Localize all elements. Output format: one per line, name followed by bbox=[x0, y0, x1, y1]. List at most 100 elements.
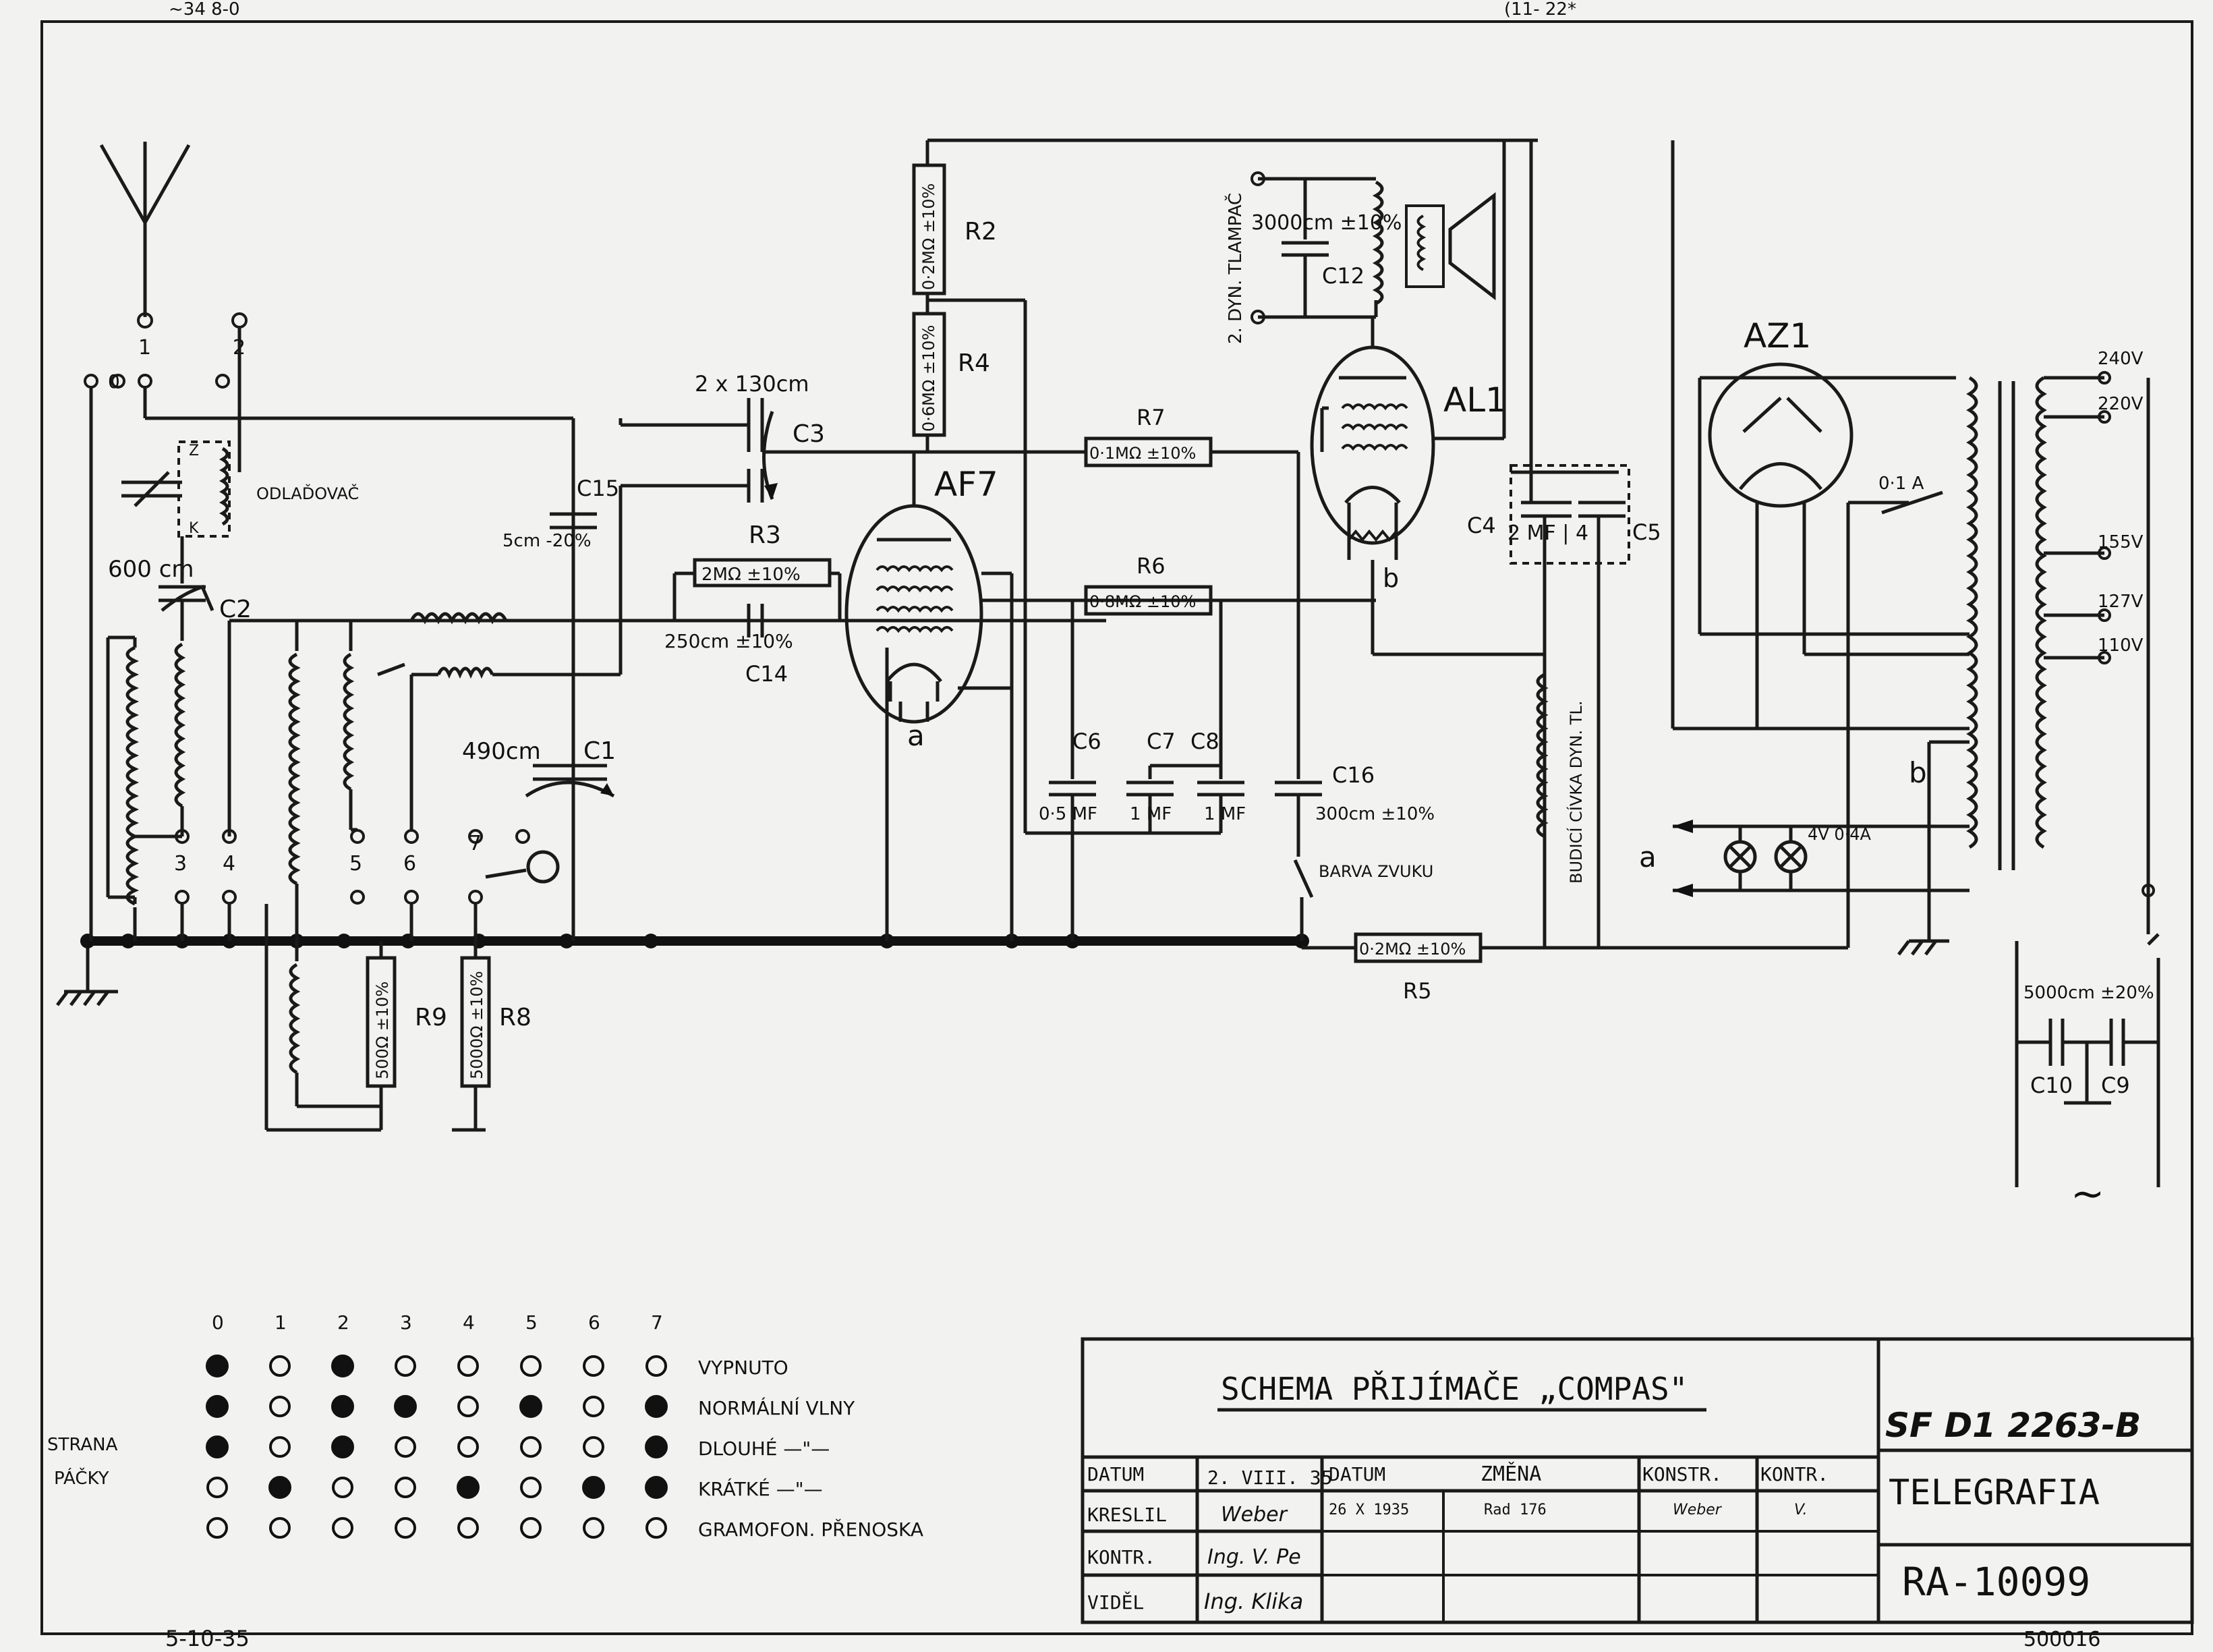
label-r7: R7 bbox=[1137, 405, 1166, 430]
label-c4: C4 bbox=[1467, 513, 1496, 538]
change-header-datum: DATUM bbox=[1329, 1463, 1385, 1485]
label-c16: C16 bbox=[1332, 762, 1375, 788]
label-budici: BUDICÍ CÍVKA DYN. TL. bbox=[1566, 701, 1586, 884]
change-row-zmena: Rad 176 bbox=[1484, 1502, 1547, 1518]
switch-state-dot bbox=[269, 1396, 291, 1417]
plate-resistors: 0·2MΩ ±10% R2 0·6MΩ ±10% R4 bbox=[911, 138, 1538, 688]
label-c10c9-value: 5000cm ±20% bbox=[2023, 983, 2154, 1003]
label-r9-value: 500Ω ±10% bbox=[373, 981, 392, 1079]
label-127v: 127V bbox=[2098, 592, 2144, 612]
label-c16-value: 300cm ±10% bbox=[1315, 804, 1435, 824]
switch-state-dot bbox=[457, 1476, 480, 1499]
label-155v: 155V bbox=[2098, 532, 2144, 552]
tube-af7: AF7 a bbox=[844, 452, 1221, 941]
switch-state-dot bbox=[395, 1477, 416, 1498]
label-c2-value: 600 cm bbox=[108, 556, 194, 583]
kreslil-signature: Weber bbox=[1221, 1503, 1288, 1527]
label-c1-value: 490cm bbox=[462, 738, 541, 765]
datum-value: 2. VIII. 35 bbox=[1207, 1466, 1332, 1489]
switch-state-dot bbox=[206, 1435, 229, 1458]
switch-state-dot bbox=[645, 1517, 667, 1539]
switch-state-dot bbox=[331, 1355, 354, 1377]
switch-state-dot bbox=[520, 1477, 542, 1498]
switch-column-6: 6 bbox=[588, 1311, 600, 1334]
switch-row-label: KRÁTKÉ —"— bbox=[698, 1477, 823, 1500]
videl-signature: Ing. Klika bbox=[1204, 1589, 1303, 1614]
datum-label: DATUM bbox=[1087, 1463, 1144, 1485]
switch-column-2: 2 bbox=[337, 1311, 349, 1334]
label-b-al1: b bbox=[1383, 563, 1399, 593]
label-r8: R8 bbox=[499, 1004, 531, 1031]
antenna-terminal-2 bbox=[231, 312, 248, 329]
label-c14: C14 bbox=[745, 661, 788, 687]
footer-code: 500016 bbox=[2023, 1628, 2101, 1651]
label-r6: R6 bbox=[1137, 553, 1166, 579]
label-r8-value: 5000Ω ±10% bbox=[467, 971, 486, 1080]
switch-state-dot bbox=[394, 1395, 417, 1418]
company-name: TELEGRAFIA bbox=[1889, 1473, 2100, 1513]
switch-row-label: DLOUHÉ —"— bbox=[698, 1437, 830, 1460]
label-b-transformer: b bbox=[1909, 756, 1927, 789]
switch-state-dot bbox=[583, 1517, 604, 1539]
change-header-konstr: KONSTR. bbox=[1642, 1463, 1722, 1485]
switch-state-dot bbox=[520, 1355, 542, 1377]
label-c10: C10 bbox=[2030, 1073, 2073, 1098]
label-220v: 220V bbox=[2098, 394, 2144, 414]
field-coil: BUDICÍ CÍVKA DYN. TL. bbox=[1536, 654, 1586, 884]
label-c7-value: 1 MF bbox=[1130, 804, 1172, 824]
header-mark-right: (11- 22* bbox=[1504, 0, 1576, 20]
videl-label: VIDĚL bbox=[1087, 1591, 1144, 1614]
label-c8-value: 1 MF bbox=[1204, 804, 1246, 824]
switch-column-5: 5 bbox=[525, 1311, 538, 1334]
switch-state-dot bbox=[332, 1517, 353, 1539]
title-block: SCHEMA PŘIJÍMAČE „COMPAS" DATUM 2. VIII.… bbox=[1081, 1337, 2194, 1624]
switch-column-0: 0 bbox=[212, 1311, 224, 1334]
label-c15: C15 bbox=[577, 476, 619, 501]
switch-state-dot bbox=[457, 1396, 479, 1417]
label-c12: C12 bbox=[1322, 263, 1364, 289]
model-number: RA-10099 bbox=[1902, 1559, 2090, 1605]
switch-state-dot bbox=[645, 1355, 667, 1377]
drawing-number: SF D1 2263-B bbox=[1885, 1406, 2141, 1445]
svg-text:Z: Z bbox=[189, 443, 199, 459]
header-mark-left: ~34 8-0 bbox=[169, 0, 240, 20]
switch-state-dot bbox=[645, 1476, 668, 1499]
switch-label-3: 3 bbox=[174, 852, 187, 876]
label-r5-value: 0·2MΩ ±10% bbox=[1359, 940, 1466, 959]
switch-row-label: GRAMOFON. PŘENOSKA bbox=[698, 1518, 923, 1541]
capacitor-c3: 2 x 130cm C3 bbox=[619, 371, 911, 503]
label-c9: C9 bbox=[2101, 1073, 2130, 1098]
switch-state-dot bbox=[645, 1435, 668, 1458]
label-al1: AL1 bbox=[1443, 380, 1507, 420]
grid-leak-r3-c14: R3 2MΩ ±10% 250cm ±10% C14 bbox=[664, 521, 870, 687]
switch-state-dot bbox=[268, 1476, 291, 1499]
switch-state-dot bbox=[520, 1517, 542, 1539]
switch-state-dot bbox=[332, 1477, 353, 1498]
switch-label-6: 6 bbox=[403, 852, 416, 876]
switch-row-label: VYPNUTO bbox=[698, 1357, 788, 1379]
label-speaker: 2. DYN. TLAMPAČ bbox=[1224, 193, 1246, 344]
kreslil-label: KRESLIL bbox=[1087, 1504, 1167, 1526]
speaker-section: 3000cm ±10% C12 2. DYN. TLAMPAČ bbox=[1224, 171, 1496, 344]
antenna-section: 1 2 0 ODLAĎOVAČ ZK bbox=[84, 142, 575, 941]
switch-column-4: 4 bbox=[463, 1311, 475, 1334]
switch-state-dot bbox=[395, 1436, 416, 1458]
switch-state-dot bbox=[269, 1355, 291, 1377]
switch-state-dot bbox=[395, 1355, 416, 1377]
drawing-title: SCHEMA PŘIJÍMAČE „COMPAS" bbox=[1221, 1370, 1688, 1407]
switch-state-dot bbox=[331, 1395, 354, 1418]
label-c7: C7 bbox=[1147, 729, 1176, 754]
switch-label-7: 7 bbox=[469, 832, 482, 855]
label-240v: 240V bbox=[2098, 349, 2144, 369]
change-row-datum: 26 X 1935 bbox=[1329, 1502, 1409, 1518]
footer-date: 5-10-35 bbox=[165, 1626, 250, 1651]
ground-bus bbox=[56, 934, 1309, 1006]
switch-label-5: 5 bbox=[349, 852, 362, 876]
svg-text:K: K bbox=[189, 520, 199, 537]
label-r4-value: 0·6MΩ ±10% bbox=[919, 325, 938, 432]
switch-state-dot bbox=[206, 1395, 229, 1418]
switch-state-dot bbox=[457, 1517, 479, 1539]
label-odladovac: ODLAĎOVAČ bbox=[256, 483, 359, 503]
lower-network: 500Ω ±10% R9 5000Ω ±10% R8 bbox=[264, 904, 531, 1132]
